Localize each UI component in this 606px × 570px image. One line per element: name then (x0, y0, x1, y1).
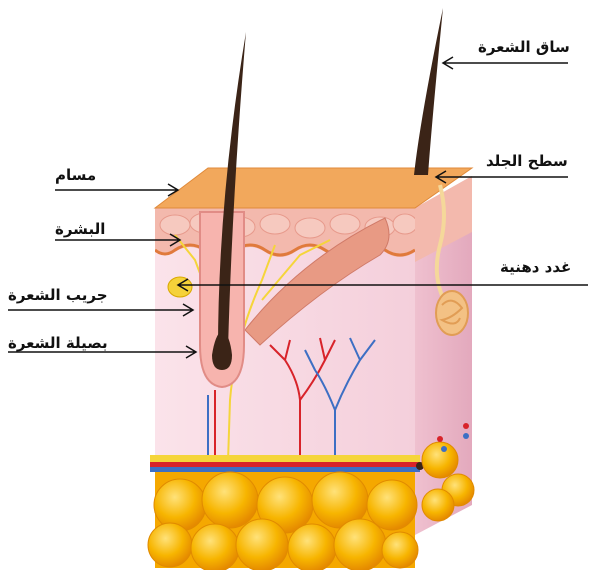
label-sebaceous-glands: غدد دهنية (500, 258, 571, 276)
label-hair-bulb: بصيلة الشعرة (8, 334, 108, 352)
label-hair-follicle: جريب الشعرة (8, 286, 108, 304)
label-pore: مسام (55, 166, 96, 184)
right-hair-shaft (414, 8, 443, 175)
label-skin-surface: سطح الجلد (486, 152, 568, 170)
label-hair-shaft: ساق الشعرة (478, 38, 570, 56)
main-vessel-band (150, 455, 424, 472)
label-epidermis: البشرة (55, 220, 105, 238)
